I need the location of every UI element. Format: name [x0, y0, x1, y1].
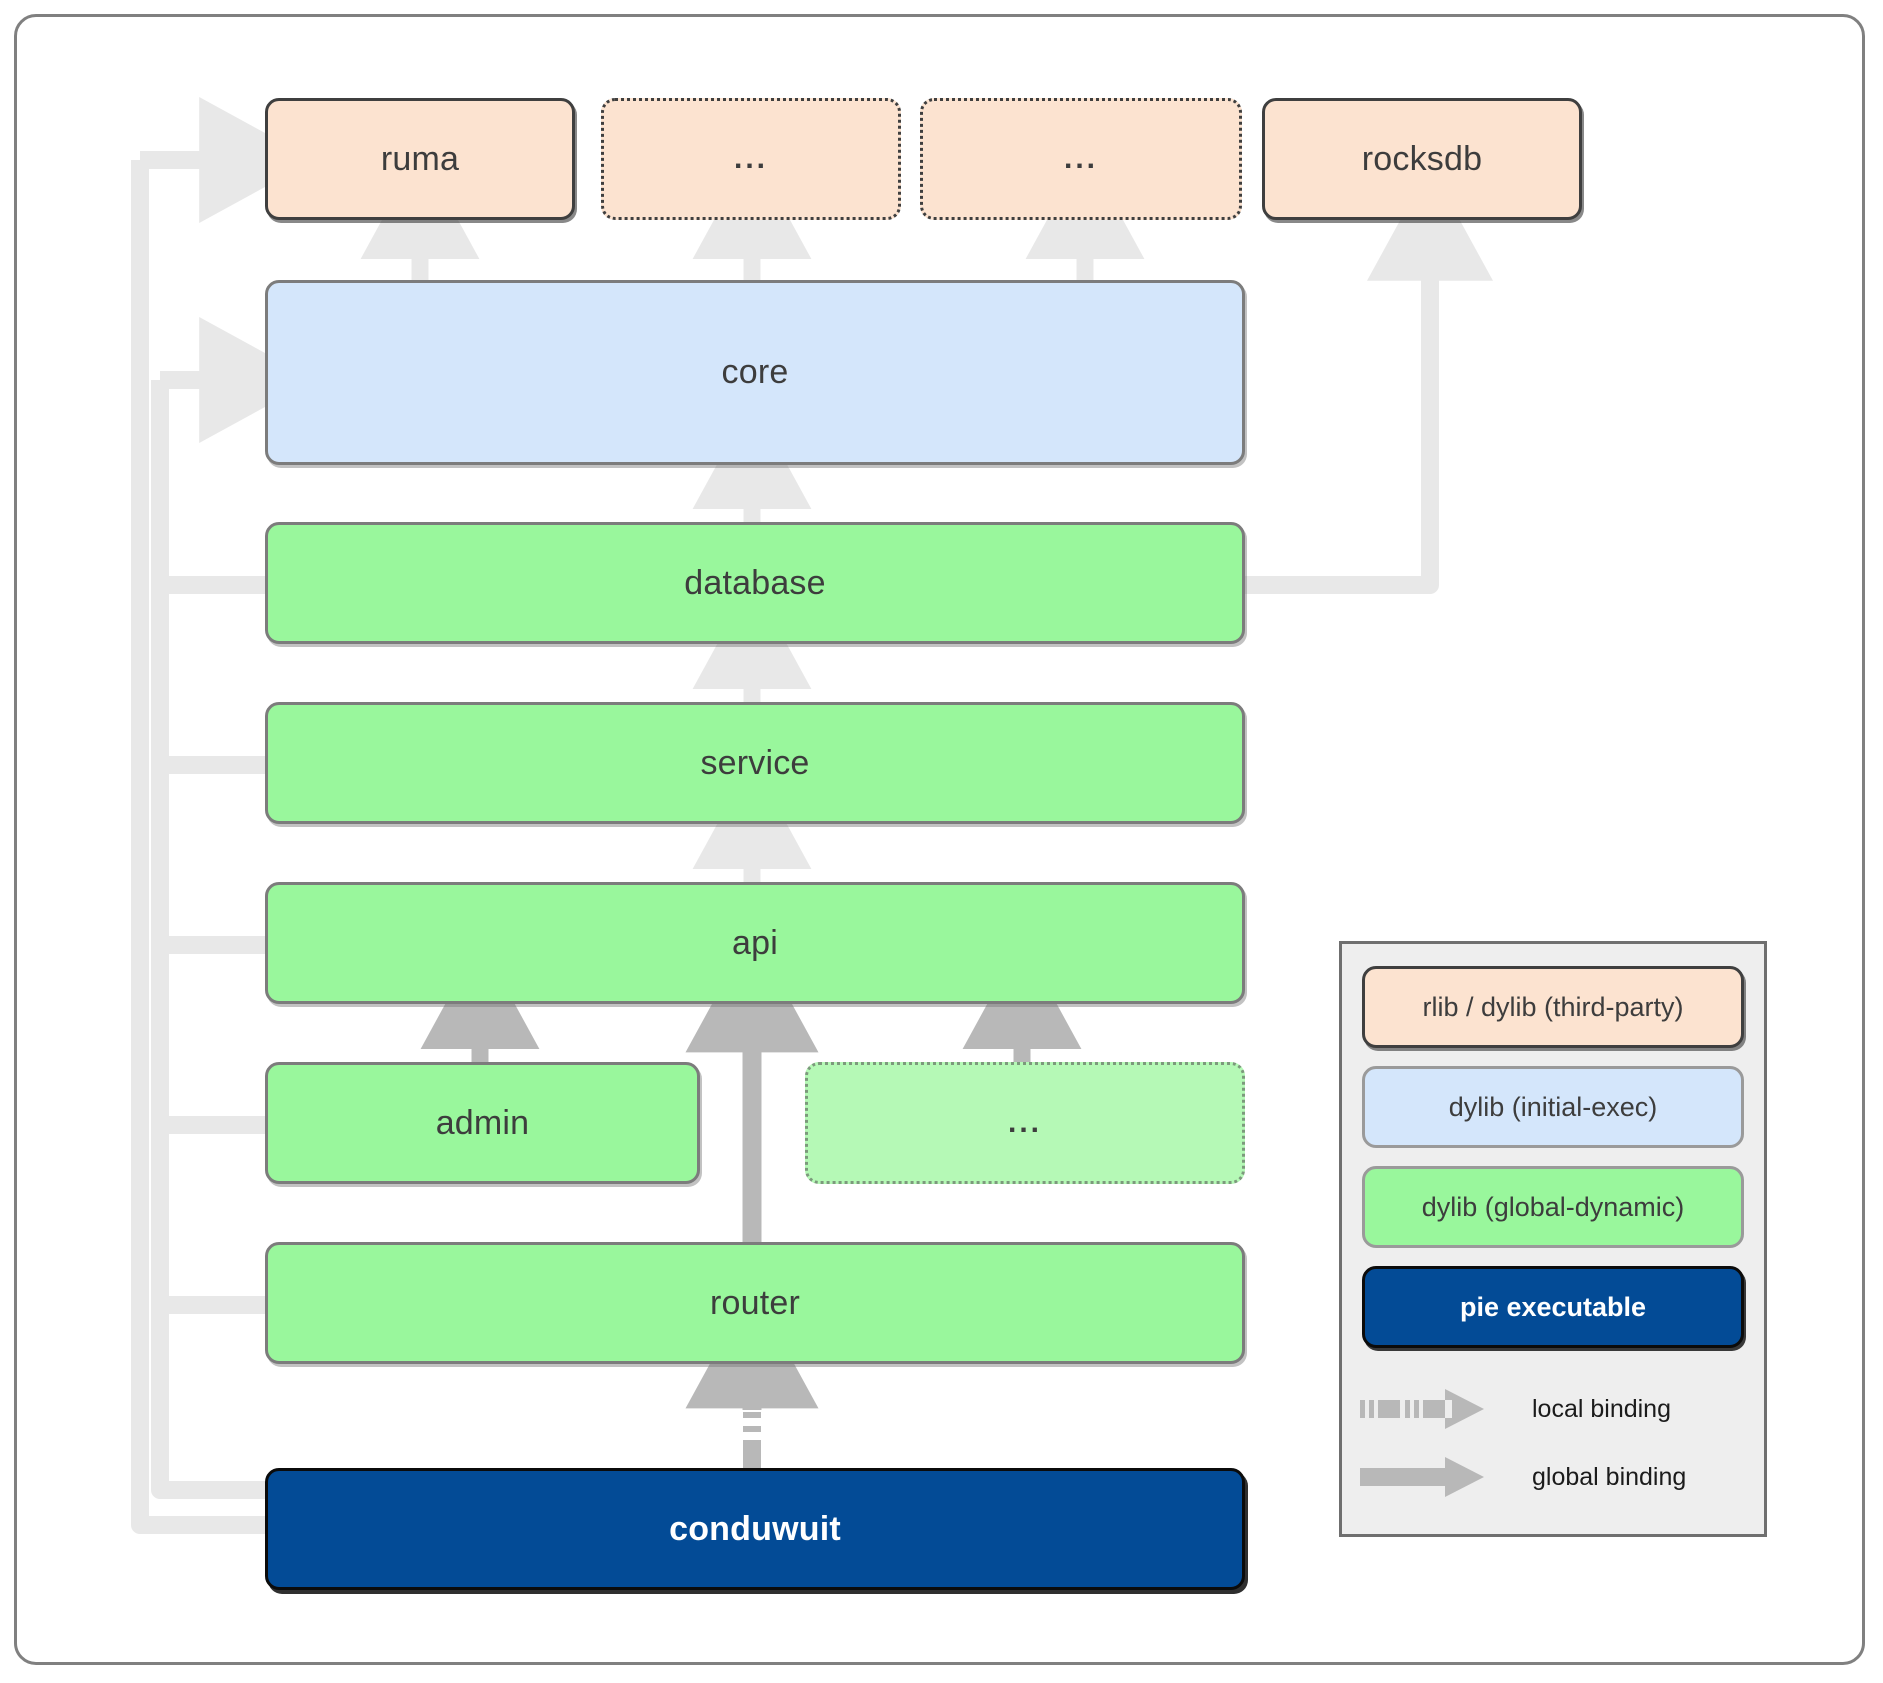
legend-label-global-dynamic: dylib (global-dynamic) — [1421, 1191, 1685, 1222]
node-api-label: api — [732, 923, 778, 962]
node-database-label: database — [684, 563, 826, 602]
node-core-label: core — [721, 353, 789, 391]
node-ellipsis-top-1[interactable]: ... — [601, 98, 901, 220]
node-ellipsis-top-2[interactable]: ... — [920, 98, 1242, 220]
legend-binding-global: global binding — [1356, 1452, 1756, 1502]
edge-database-to-rocksdb — [1245, 165, 1493, 594]
node-core[interactable]: core — [265, 280, 1245, 465]
node-admin-label: admin — [435, 1103, 530, 1142]
node-service[interactable]: service — [265, 702, 1245, 824]
node-admin[interactable]: admin — [265, 1062, 700, 1184]
legend-swatch-pie-executable: pie executable — [1362, 1266, 1744, 1348]
legend-label-initial-exec: dylib (initial-exec) — [1448, 1091, 1658, 1122]
node-rocksdb-label: rocksdb — [1361, 139, 1483, 178]
node-router-label: router — [709, 1283, 801, 1322]
legend-swatch-initial-exec: dylib (initial-exec) — [1362, 1066, 1744, 1148]
legend-label-global-binding: global binding — [1532, 1462, 1687, 1491]
node-conduwuit[interactable]: conduwuit — [265, 1468, 1245, 1590]
legend-label-third-party: rlib / dylib (third-party) — [1422, 991, 1684, 1022]
legend-label-local-binding: local binding — [1532, 1394, 1671, 1423]
node-service-label: service — [700, 743, 810, 782]
legend-swatch-third-party: rlib / dylib (third-party) — [1362, 966, 1744, 1048]
node-ruma-label: ruma — [380, 139, 460, 178]
node-rocksdb[interactable]: rocksdb — [1262, 98, 1582, 220]
legend-swatch-global-dynamic: dylib (global-dynamic) — [1362, 1166, 1744, 1248]
legend-binding-local: local binding — [1356, 1384, 1756, 1434]
node-ellipsis-top-2-label: ... — [1063, 142, 1098, 175]
legend-label-pie-executable: pie executable — [1459, 1291, 1647, 1322]
node-api[interactable]: api — [265, 882, 1245, 1004]
node-ellipsis-mid[interactable]: ... — [805, 1062, 1245, 1184]
node-database[interactable]: database — [265, 522, 1245, 644]
node-conduwuit-label: conduwuit — [669, 1509, 841, 1548]
dashed-arrow-icon — [1356, 1385, 1506, 1433]
node-ellipsis-mid-label: ... — [1007, 1106, 1042, 1139]
edge-conduwuit-to-ruma — [131, 97, 315, 1534]
edge-conduwuit-to-core — [151, 317, 315, 1499]
solid-arrow-icon — [1356, 1453, 1506, 1501]
node-ruma[interactable]: ruma — [265, 98, 575, 220]
legend-panel: rlib / dylib (third-party) dylib (initia… — [1339, 941, 1767, 1537]
node-ellipsis-top-1-label: ... — [733, 142, 768, 175]
node-router[interactable]: router — [265, 1242, 1245, 1364]
